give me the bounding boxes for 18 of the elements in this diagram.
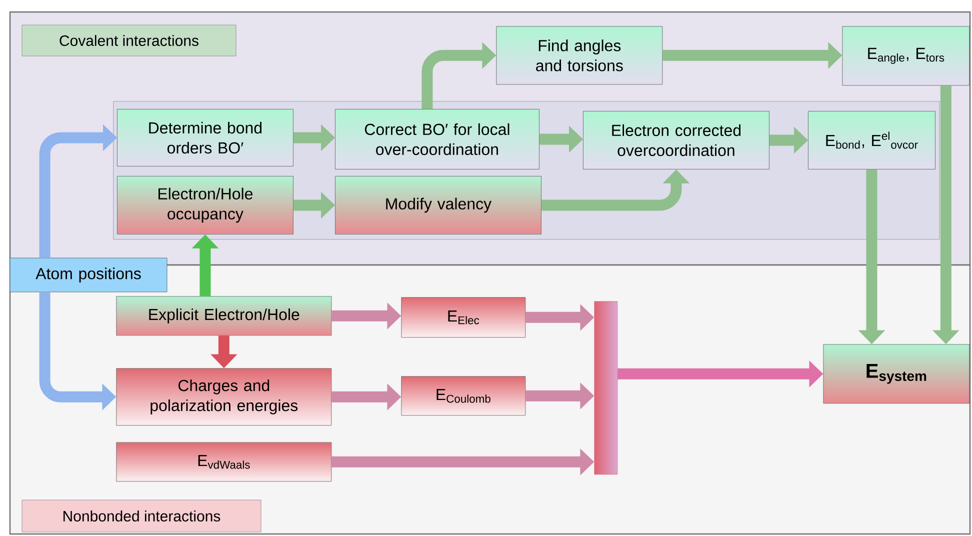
energy-box: E$_{bond}$, E$^{el}$ovcor <box>808 111 936 170</box>
energy-box: E$_{vdWaals}$ <box>116 442 332 482</box>
process-box: Electron corrected overcoordination <box>583 111 770 170</box>
region-heading: Covalent interactions <box>22 24 236 56</box>
process-box: Electron/Hole occupancy <box>117 176 294 234</box>
process-box: Modify valency <box>335 176 542 234</box>
process-box: Explicit Electron/Hole <box>116 296 332 336</box>
result-box: E$_{system}$ <box>823 344 970 404</box>
process-box: Determine bond orders BO′ <box>117 109 294 166</box>
process-box: Charges and polarization energies <box>116 368 332 426</box>
energy-box: E$_{angle}$, E$_{tors}$ <box>842 26 970 86</box>
process-box: Find angles and torsions <box>496 26 663 85</box>
process-box: Correct BO′ for local over-coordination <box>335 109 540 170</box>
region-heading: Nonbonded interactions <box>22 500 262 532</box>
merge-bar <box>594 301 618 475</box>
energy-box: E$_{Elec}$ <box>401 297 526 338</box>
input-box: Atom positions <box>10 258 168 292</box>
energy-box: E$_{Coulomb}$ <box>401 376 526 416</box>
